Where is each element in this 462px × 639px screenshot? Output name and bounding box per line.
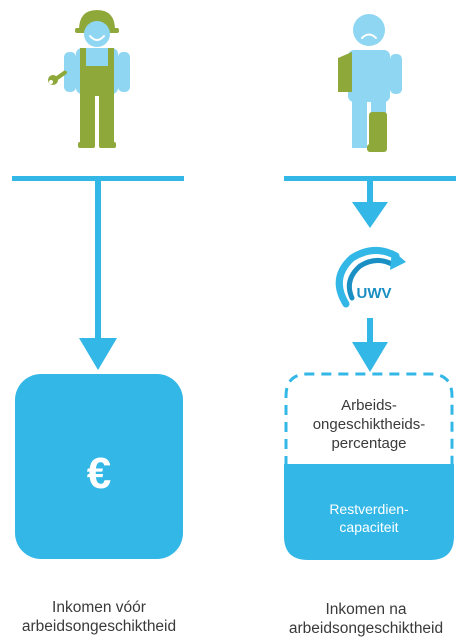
caption-income-before-line-1: Inkomen vóór xyxy=(52,599,146,616)
caption-income-after-line-1: Inkomen na xyxy=(325,601,407,618)
caption-income-after-line-2: arbeidsongeschiktheid xyxy=(288,620,444,637)
caption-income-before: Inkomen vóór arbeidsongeschiktheid xyxy=(0,598,198,636)
right-arrow-head-1 xyxy=(352,202,388,228)
uwv-logo-text: UWV xyxy=(357,285,392,302)
disability-percentage-line-3: percentage xyxy=(331,435,407,452)
residual-capacity-label: Restverdien- capaciteit xyxy=(284,500,454,536)
wrench-icon xyxy=(48,70,67,85)
right-arrow-shaft-2 xyxy=(367,318,373,342)
income-before-box xyxy=(15,374,183,559)
sick-person-figure xyxy=(338,14,402,152)
caption-income-after: Inkomen na arbeidsongeschiktheid xyxy=(270,600,462,638)
right-arrow-shaft-1 xyxy=(367,180,373,202)
uwv-logo: UWV xyxy=(335,247,406,308)
left-arrow-head xyxy=(79,338,117,370)
disability-percentage-line-2: ongeschiktheids- xyxy=(312,416,426,433)
left-baseline xyxy=(12,176,184,181)
right-baseline xyxy=(284,176,456,181)
disability-percentage-line-1: Arbeids- xyxy=(341,397,397,414)
left-arrow-shaft xyxy=(95,180,101,338)
right-arrow-head-2 xyxy=(352,342,388,372)
caption-income-before-line-2: arbeidsongeschiktheid xyxy=(21,618,177,635)
disability-percentage-label: Arbeids- ongeschiktheids- percentage xyxy=(286,396,452,453)
worker-figure xyxy=(48,10,130,148)
residual-capacity-line-2: capaciteit xyxy=(339,519,399,535)
residual-capacity-box xyxy=(284,464,454,560)
residual-capacity-line-1: Restverdien- xyxy=(329,501,409,517)
euro-icon: € xyxy=(87,449,111,498)
